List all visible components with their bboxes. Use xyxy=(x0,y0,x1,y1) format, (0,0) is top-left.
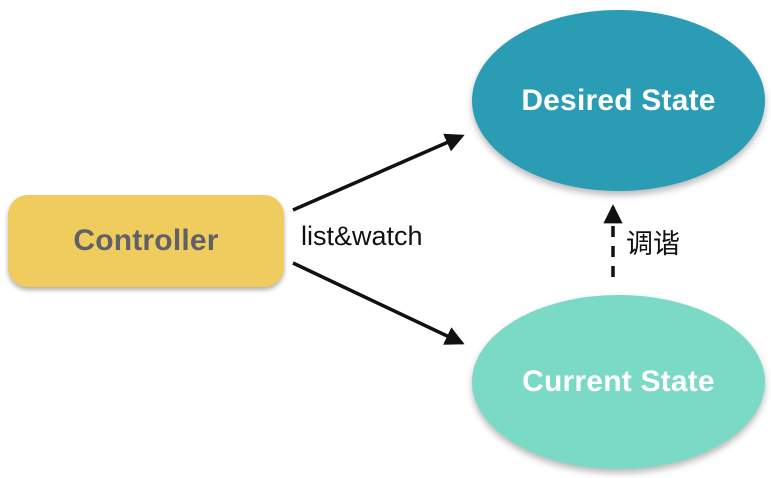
current-state-node: Current State xyxy=(472,295,765,469)
list-watch-edge-label: list&watch xyxy=(301,221,423,251)
reconcile-edge-label: 调谐 xyxy=(626,229,680,259)
list-watch-arrow-to-desired xyxy=(292,133,465,212)
desired-state-node: Desired State xyxy=(472,10,765,191)
current-state-label: Current State xyxy=(522,365,715,398)
controller-node: Controller xyxy=(8,195,284,287)
list-watch-arrow-to-current xyxy=(292,261,465,345)
desired-state-label: Desired State xyxy=(521,83,716,117)
controller-label: Controller xyxy=(73,224,219,257)
